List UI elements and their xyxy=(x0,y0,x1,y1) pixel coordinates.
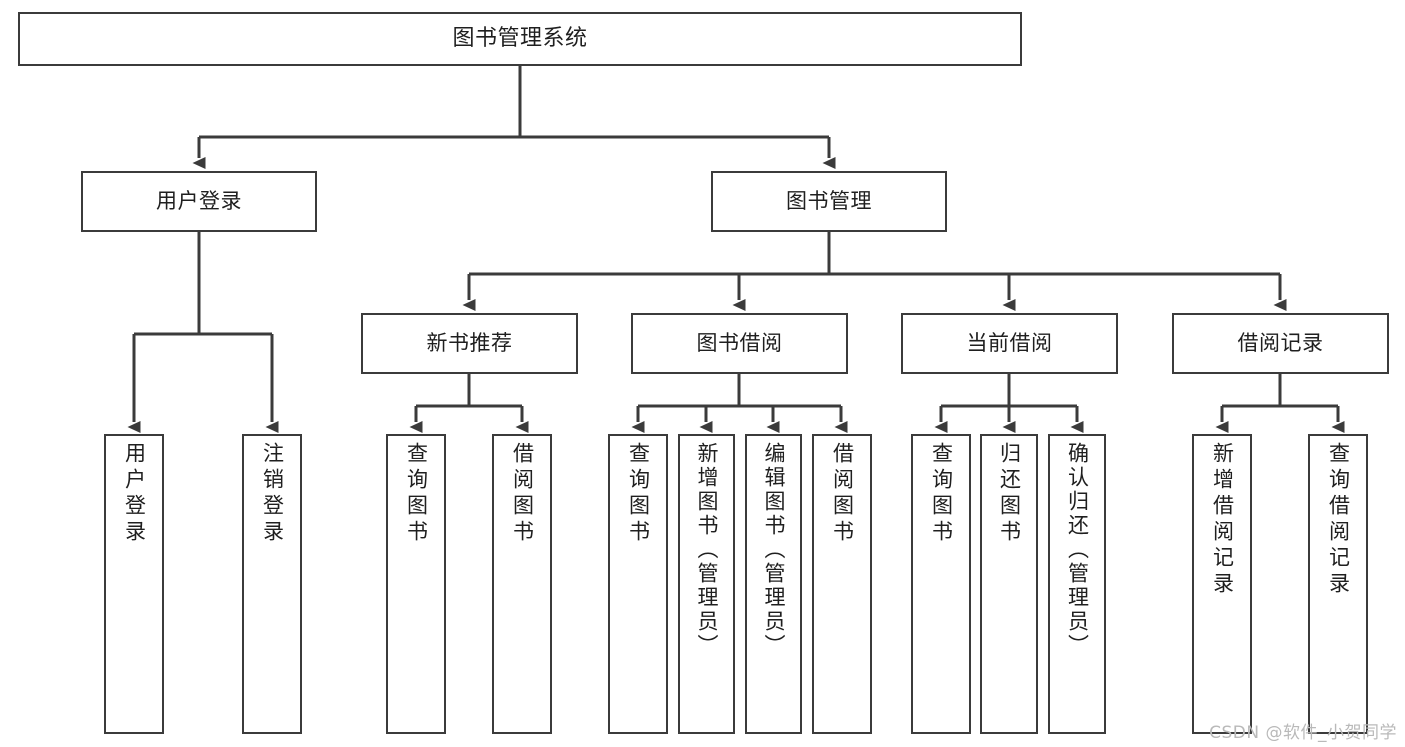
node-current-borrowing[interactable]: 当前借阅 xyxy=(901,313,1118,374)
node-label: 查询图书 xyxy=(626,442,651,546)
node-label: 查询图书 xyxy=(404,442,429,546)
node-borrowing-record[interactable]: 借阅记录 xyxy=(1172,313,1389,374)
node-book-borrowing[interactable]: 图书借阅 xyxy=(631,313,848,374)
node-label: 注销登录 xyxy=(260,442,285,546)
leaf-return-book[interactable]: 归还图书 xyxy=(980,434,1038,734)
node-new-book-recommendation[interactable]: 新书推荐 xyxy=(361,313,578,374)
node-root-book-management-system[interactable]: 图书管理系统 xyxy=(18,12,1022,66)
node-label: 借阅记录 xyxy=(1237,331,1324,356)
node-label: 查询图书 xyxy=(929,442,954,546)
leaf-confirm-return-admin[interactable]: 确认归还（管理员） xyxy=(1048,434,1106,734)
node-book-management[interactable]: 图书管理 xyxy=(711,171,947,232)
node-label: 图书管理 xyxy=(786,189,872,214)
node-label: 新书推荐 xyxy=(426,331,513,356)
node-label: 新增图书（管理员） xyxy=(695,442,719,658)
leaf-add-book-admin[interactable]: 新增图书（管理员） xyxy=(678,434,735,734)
node-label: 编辑图书（管理员） xyxy=(762,442,786,658)
leaf-query-book-nbr[interactable]: 查询图书 xyxy=(386,434,446,734)
leaf-add-borrow-record[interactable]: 新增借阅记录 xyxy=(1192,434,1252,734)
leaf-edit-book-admin[interactable]: 编辑图书（管理员） xyxy=(745,434,802,734)
node-label: 借阅图书 xyxy=(510,442,535,546)
node-label: 用户登录 xyxy=(156,189,242,214)
node-label: 用户登录 xyxy=(122,442,147,546)
node-label: 图书管理系统 xyxy=(452,26,588,52)
leaf-borrow-book-nbr[interactable]: 借阅图书 xyxy=(492,434,552,734)
leaf-query-book-cb[interactable]: 查询图书 xyxy=(911,434,971,734)
leaf-borrow-book-bb[interactable]: 借阅图书 xyxy=(812,434,872,734)
node-user-login[interactable]: 用户登录 xyxy=(81,171,317,232)
node-label: 借阅图书 xyxy=(830,442,855,546)
node-label: 新增借阅记录 xyxy=(1210,442,1235,598)
node-label: 归还图书 xyxy=(997,442,1022,546)
node-label: 确认归还（管理员） xyxy=(1065,442,1090,658)
node-label: 当前借阅 xyxy=(966,331,1053,356)
leaf-user-login[interactable]: 用户登录 xyxy=(104,434,164,734)
leaf-query-borrow-record[interactable]: 查询借阅记录 xyxy=(1308,434,1368,734)
leaf-query-book-bb[interactable]: 查询图书 xyxy=(608,434,668,734)
node-label: 图书借阅 xyxy=(696,331,783,356)
node-label: 查询借阅记录 xyxy=(1326,442,1351,598)
leaf-logout[interactable]: 注销登录 xyxy=(242,434,302,734)
